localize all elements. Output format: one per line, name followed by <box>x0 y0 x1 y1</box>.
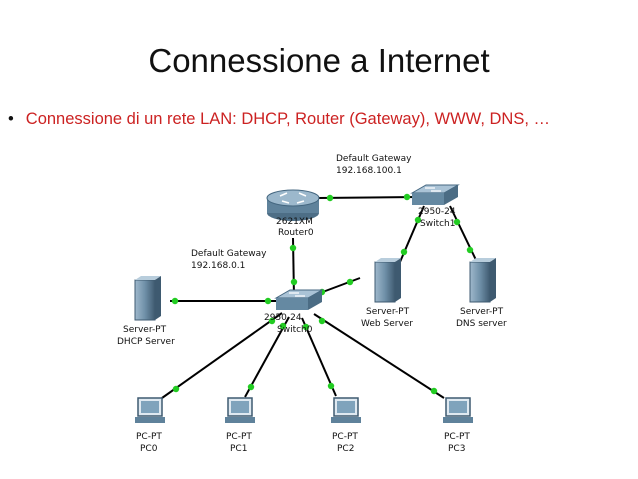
switch1-name: Switch1 <box>420 219 455 229</box>
router0-name: Router0 <box>278 228 314 238</box>
dhcp-server-name: DHCP Server <box>117 337 175 347</box>
pc1-model: PC-PT <box>226 432 252 442</box>
port-indicators <box>171 193 474 395</box>
pc1-icon[interactable] <box>225 397 255 423</box>
gateway-annotation-title: Default Gateway <box>336 154 412 164</box>
pc2-model: PC-PT <box>332 432 358 442</box>
router-icon[interactable] <box>266 189 320 221</box>
port-dot <box>326 194 334 202</box>
port-dot <box>346 278 354 286</box>
switch1-icon[interactable] <box>410 184 460 205</box>
port-dot <box>414 216 422 224</box>
pc0-icon[interactable] <box>135 397 165 423</box>
bullet-dot: • <box>8 110 14 128</box>
gateway-annotation-title: Default Gateway <box>191 249 267 259</box>
switch0-model: 2950-24 <box>264 313 302 323</box>
port-dot <box>430 387 438 395</box>
switch0-icon[interactable] <box>274 289 324 310</box>
pc0-name: PC0 <box>140 444 158 454</box>
port-dot <box>247 383 255 391</box>
link-switch0-pc1 <box>244 316 290 398</box>
port-dot <box>466 246 474 254</box>
dhcp-server-model: Server-PT <box>123 325 167 335</box>
port-dot <box>403 193 411 201</box>
port-dot <box>289 244 297 252</box>
bullet-text: Connessione di un rete LAN: DHCP, Router… <box>25 110 550 128</box>
web-server-icon[interactable] <box>374 258 401 303</box>
port-dot <box>171 297 179 305</box>
port-dot <box>453 218 461 226</box>
link-switch0-pc0 <box>161 312 283 399</box>
gateway-annotation-ip: 192.168.100.1 <box>336 166 402 176</box>
dns-server-icon[interactable] <box>469 258 496 303</box>
port-dot <box>327 382 335 390</box>
port-dot <box>172 385 180 393</box>
port-dot <box>318 317 326 325</box>
port-dot <box>302 323 310 331</box>
switch0-name: Switch0 <box>277 325 313 335</box>
web-server-model: Server-PT <box>366 307 410 317</box>
slide-title: Connessione a Internet <box>148 42 490 79</box>
switch1-model: 2950-24 <box>418 207 456 217</box>
gateway-annotation-ip: 192.168.0.1 <box>191 261 245 271</box>
router0-model: 2621XM <box>276 217 313 227</box>
dns-server-model: Server-PT <box>460 307 504 317</box>
pc3-name: PC3 <box>448 444 465 454</box>
port-dot <box>268 317 276 325</box>
port-dot <box>400 248 408 256</box>
dns-server-name: DNS server <box>456 319 507 329</box>
dhcp-server-icon[interactable] <box>134 276 161 321</box>
link-router-switch1 <box>317 196 419 199</box>
pc3-icon[interactable] <box>443 397 473 423</box>
pc1-name: PC1 <box>230 444 247 454</box>
pc0-model: PC-PT <box>136 432 162 442</box>
port-dot <box>290 278 298 286</box>
link-switch0-pc3 <box>313 313 445 399</box>
port-dot <box>279 322 287 330</box>
pc2-name: PC2 <box>337 444 354 454</box>
pc3-model: PC-PT <box>444 432 470 442</box>
bullet-item: • Connessione di un rete LAN: DHCP, Route… <box>8 110 550 129</box>
web-server-name: Web Server <box>361 319 413 329</box>
pc2-icon[interactable] <box>331 397 361 423</box>
port-dot <box>264 297 272 305</box>
